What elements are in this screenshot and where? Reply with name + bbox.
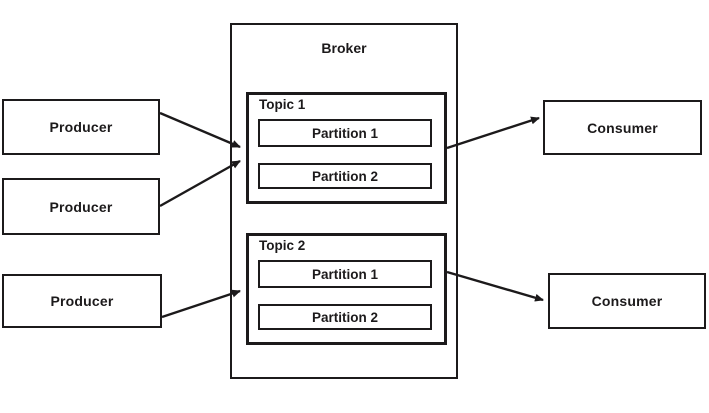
arrow-producer1-to-topic1 (159, 111, 241, 149)
consumer-label: Consumer (591, 293, 663, 309)
arrow-producer3-to-topic2 (161, 289, 241, 319)
topic-label: Topic 1 (259, 97, 306, 112)
consumer-box-2: Consumer (548, 273, 706, 329)
producer-box-2: Producer (2, 178, 160, 235)
broker-label: Broker (321, 40, 367, 56)
partition-label: Partition 2 (311, 309, 378, 325)
producer-label: Producer (49, 119, 113, 135)
producer-box-3: Producer (2, 274, 162, 328)
broker-box: Broker (230, 23, 458, 379)
partition-box-2: Partition 2 (258, 304, 432, 330)
partition-box-1: Partition 1 (258, 119, 432, 147)
producer-box-1: Producer (2, 99, 160, 155)
partition-label: Partition 1 (311, 266, 378, 282)
partition-label: Partition 1 (311, 125, 378, 141)
consumer-label: Consumer (587, 119, 658, 136)
partition-box-1: Partition 1 (258, 260, 432, 288)
consumer-box-1: Consumer (543, 100, 702, 155)
producer-label: Producer (49, 198, 113, 215)
partition-label: Partition 2 (311, 168, 378, 184)
topic-box-1: Topic 1 Partition 1 Partition 2 (246, 92, 447, 204)
partition-box-2: Partition 2 (258, 163, 432, 189)
topic-box-2: Topic 2 Partition 1 Partition 2 (246, 233, 447, 345)
topic-label: Topic 2 (259, 238, 306, 253)
arrow-topic2-to-consumer2 (446, 270, 544, 302)
arrow-producer2-to-topic1 (159, 159, 241, 208)
producer-label: Producer (50, 293, 114, 309)
arrow-topic1-to-consumer1 (446, 116, 540, 150)
